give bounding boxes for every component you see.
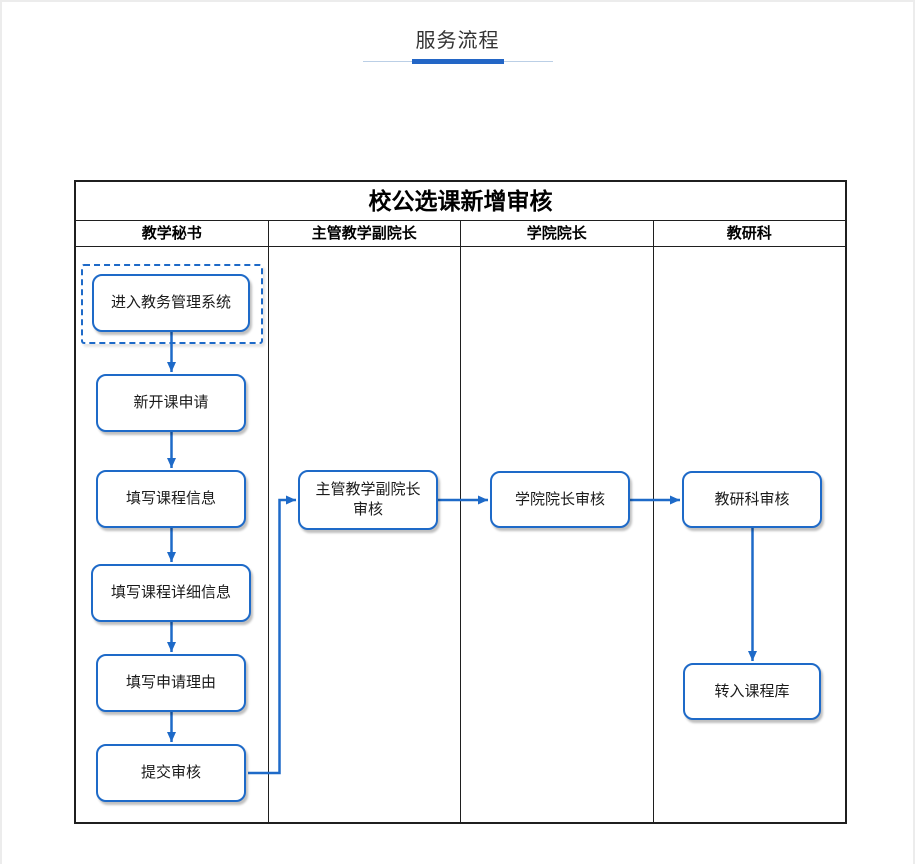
node-new-course-application: 新开课申请 — [96, 374, 246, 432]
node-course-library: 转入课程库 — [683, 663, 821, 720]
node-fill-course-detail: 填写课程详细信息 — [91, 564, 251, 622]
flowchart-title: 校公选课新增审核 — [76, 182, 845, 221]
node-fill-reason: 填写申请理由 — [96, 654, 246, 712]
node-submit-review: 提交审核 — [96, 744, 246, 802]
title-underline — [362, 59, 553, 64]
underline-accent-bar — [411, 59, 504, 64]
lane-header-dean: 学院院长 — [461, 221, 654, 246]
node-dean-review: 学院院长审核 — [490, 471, 630, 528]
lane-header-vice-dean: 主管教学副院长 — [269, 221, 461, 246]
lane-column-research-section — [654, 247, 846, 822]
node-fill-course-info: 填写课程信息 — [96, 470, 246, 528]
lane-column-vice-dean — [269, 247, 461, 822]
lane-header-teaching-secretary: 教学秘书 — [76, 221, 269, 246]
lane-header-research-section: 教研科 — [726, 225, 772, 242]
node-research-section-review: 教研科审核 — [682, 471, 822, 528]
lane-header-row: 教学秘书 主管教学副院长 学院院长 教研科 — [76, 221, 845, 247]
node-enter-system: 进入教务管理系统 — [92, 274, 250, 332]
lane-column-dean — [461, 247, 654, 822]
node-vice-dean-review: 主管教学副院长审核 — [298, 470, 438, 530]
page-title: 服务流程 — [415, 30, 500, 52]
